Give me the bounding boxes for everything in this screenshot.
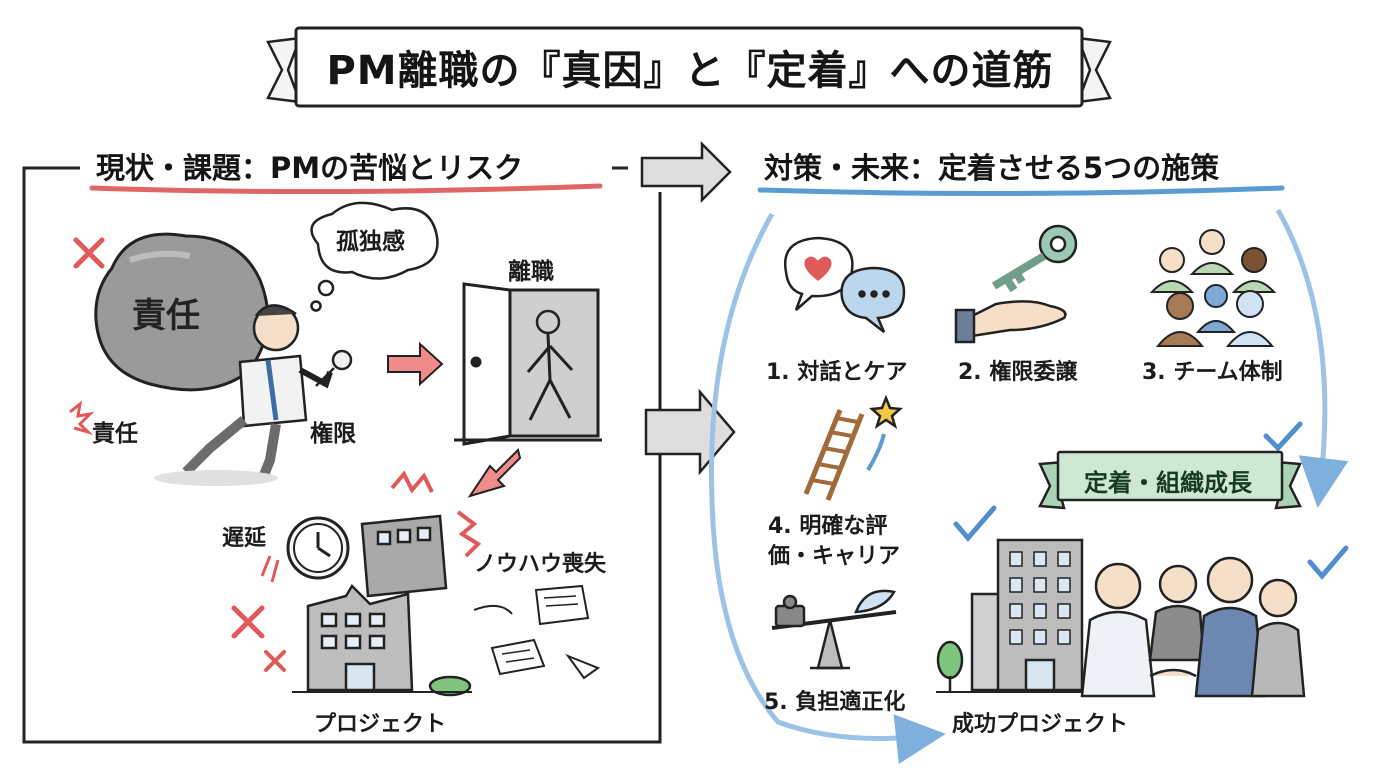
team-icon	[1149, 229, 1277, 347]
red-arrow	[467, 448, 522, 498]
office-building-icon	[936, 538, 1110, 693]
clock-icon	[286, 516, 350, 580]
lonely-label: 孤独感	[336, 229, 405, 255]
problem-section-heading: 現状・課題：PMの苦悩とリスク	[96, 151, 524, 185]
check-icon	[1263, 421, 1303, 452]
exit-door-icon	[454, 282, 602, 446]
measure-1-label: 1. 対話とケア	[766, 360, 908, 385]
red-x-mark	[264, 650, 286, 672]
knowhow-loss-label: ノウハウ喪失	[474, 552, 607, 577]
ladder-star-icon	[803, 394, 903, 501]
solution-section-heading: 対策・未来：定着させる5つの施策	[764, 151, 1220, 185]
delay-label: 遅延	[222, 526, 267, 551]
chat-heart-icon	[783, 236, 906, 333]
measure-5-label: 5. 負担適正化	[764, 690, 906, 715]
red-arrow	[387, 341, 444, 387]
check-icon	[1307, 545, 1349, 580]
stressed-pm-icon	[154, 304, 333, 486]
red-burst-icon	[69, 400, 95, 436]
business-team-icon	[1080, 556, 1306, 698]
flow-arc-right	[1275, 208, 1349, 508]
project-label: プロジェクト	[314, 712, 447, 737]
resign-label: 離職	[508, 259, 554, 285]
cracked-building-icon	[292, 583, 472, 697]
measure-3-label: 3. チーム体制	[1142, 360, 1283, 385]
red-burst-icon	[456, 510, 482, 558]
red-burst-icon	[390, 470, 434, 494]
measure-4-label: 4. 明確な評価・キャリア	[768, 514, 901, 569]
top-arrow	[640, 140, 732, 204]
left-panel-frame	[22, 166, 662, 744]
falling-building-icon	[360, 514, 448, 598]
thought-bubble	[310, 201, 439, 312]
flow-arc-left	[709, 212, 946, 764]
red-burst-icon	[260, 555, 280, 583]
responsibility-label: 責任	[92, 421, 138, 447]
red-x-mark	[73, 237, 105, 269]
page-title: PM離職の『真因』と『定着』への道筋	[326, 48, 1054, 94]
right-heading-underline	[757, 185, 1285, 197]
balance-scale-icon	[771, 589, 897, 670]
check-icon	[953, 505, 997, 542]
flying-papers-icon	[473, 584, 601, 680]
success-project-label: 成功プロジェクト	[952, 712, 1129, 737]
left-heading-underline	[89, 183, 603, 195]
goal-banner-label: 定着・組織成長	[1084, 469, 1252, 497]
red-x-mark	[231, 605, 265, 639]
boulder-label: 責任	[132, 296, 200, 336]
goal-banner	[1038, 450, 1302, 510]
title-banner	[266, 26, 1112, 108]
key-icon	[315, 349, 353, 387]
authority-label: 権限	[310, 421, 356, 447]
measure-2-label: 2. 権限委譲	[958, 360, 1078, 385]
key-hand-icon	[954, 224, 1078, 344]
